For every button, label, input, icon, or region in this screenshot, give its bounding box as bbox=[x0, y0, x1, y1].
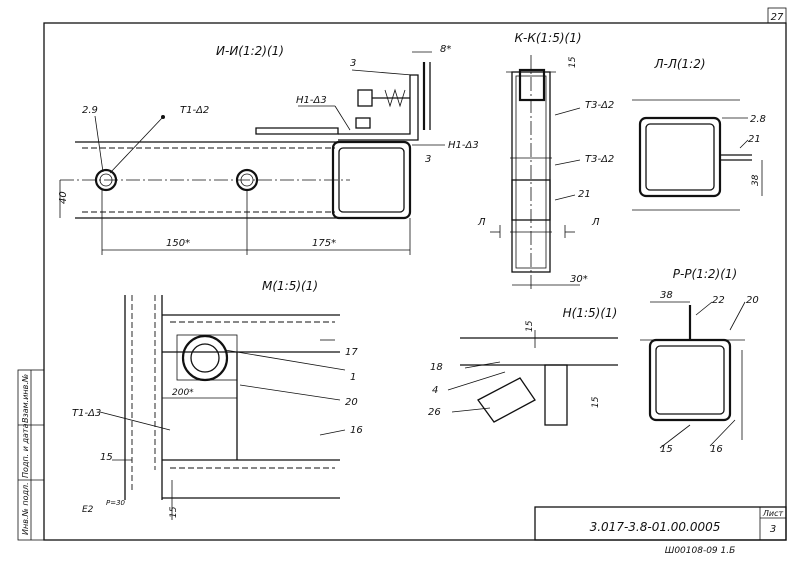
view-pp: Р-Р(1:2)(1) 38 22 20 15 16 bbox=[640, 267, 759, 455]
view-kk-title: К-К(1:5)(1) bbox=[514, 31, 581, 45]
callout-label: 2.8 bbox=[750, 114, 766, 125]
callout-label: 18 bbox=[430, 362, 443, 373]
callout-label: 4 bbox=[432, 385, 438, 396]
callout-label: Т3-Δ2 bbox=[585, 154, 614, 165]
view-n-title: Н(1:5)(1) bbox=[563, 306, 618, 320]
callout-label: Е2 bbox=[82, 505, 94, 515]
callout-label: Т1-Δ2 bbox=[180, 105, 209, 116]
callout-label: 8* bbox=[440, 44, 451, 55]
callout-label: 15 bbox=[568, 56, 578, 68]
callout-label: 1 bbox=[350, 372, 356, 383]
callout-label: 3 bbox=[350, 58, 356, 69]
callout-label: 16 bbox=[350, 425, 363, 436]
view-m-title: М(1:5)(1) bbox=[262, 279, 318, 293]
callout-label: 3 bbox=[425, 154, 431, 165]
callout-label: Н1-Δ3 bbox=[296, 95, 327, 106]
callout-label: Н1-Δ3 bbox=[448, 140, 479, 151]
bottom-code: Ш00108-09 1.Б bbox=[665, 546, 736, 556]
sheet-corner-number: 27 bbox=[771, 12, 784, 23]
callout-label: 38 bbox=[660, 290, 673, 301]
stamp-sign-date: Подп. и дата bbox=[21, 423, 30, 478]
callout-label: 40 bbox=[58, 191, 69, 204]
callout-label: 2.9 bbox=[82, 105, 98, 116]
callout-label: Л bbox=[477, 217, 486, 228]
callout-label: 20 bbox=[345, 397, 358, 408]
callout-label: Т1-Δ3 bbox=[72, 408, 101, 419]
callout-label: Т3-Δ2 bbox=[585, 100, 614, 111]
callout-label: 15 bbox=[591, 396, 601, 408]
callout-label: 30* bbox=[570, 274, 588, 285]
stamp-inv-no: Инв.№ подл. bbox=[21, 482, 30, 535]
callout-label: 21 bbox=[748, 134, 761, 145]
callout-label: 26 bbox=[428, 407, 441, 418]
side-stamp: Инв.№ подл. Подп. и дата Взам.инв.№ bbox=[17, 369, 45, 541]
callout-label: 38 bbox=[751, 174, 761, 186]
callout-label: Р=30 bbox=[106, 499, 126, 507]
title-block: Лист 3 3.017-3.8-01.00.0005 bbox=[534, 506, 787, 541]
callout-label: 200* bbox=[172, 388, 194, 398]
callout-label: 20 bbox=[746, 295, 759, 306]
callout-label: 175* bbox=[312, 238, 336, 249]
callout-label: 17 bbox=[345, 347, 358, 358]
callout-label: Л bbox=[591, 217, 600, 228]
stamp-replace-inv: Взам.инв.№ bbox=[21, 374, 30, 423]
callout-label: 15 bbox=[660, 444, 673, 455]
sheet-label: Лист bbox=[762, 509, 784, 518]
callout-label: 150* bbox=[166, 238, 190, 249]
view-ll-title: Л-Л(1:2) bbox=[653, 57, 705, 71]
view-pp-title: Р-Р(1:2)(1) bbox=[673, 267, 737, 281]
callout-label: 22 bbox=[712, 295, 725, 306]
callout-label: 16 bbox=[710, 444, 723, 455]
callout-label: 15 bbox=[169, 506, 179, 518]
view-n: Н(1:5)(1) 15 18 4 26 15 bbox=[428, 306, 618, 426]
view-kk: К-К(1:5)(1) 15 Т3-Δ2 Т3-Δ2 21 Л Л 30* bbox=[477, 31, 614, 290]
document-code: 3.017-3.8-01.00.0005 bbox=[590, 520, 721, 534]
view-ll: Л-Л(1:2) 2.8 21 38 bbox=[632, 57, 766, 211]
callout-label: 15 bbox=[100, 452, 113, 463]
sheet-number: 3 bbox=[770, 524, 776, 535]
view-m: М(1:5)(1) 17 1 20 200* Т1-Δ3 16 15 Е2 Р=… bbox=[72, 279, 363, 520]
sheet-frame bbox=[43, 22, 787, 541]
callout-label: 21 bbox=[578, 189, 591, 200]
view-ii-title: И-И(1:2)(1) bbox=[216, 44, 284, 58]
view-ii: И-И(1:2)(1) 2.9 Т1-Δ2 Н1-Δ3 3 bbox=[58, 44, 479, 255]
callout-label: 15 bbox=[525, 320, 535, 332]
